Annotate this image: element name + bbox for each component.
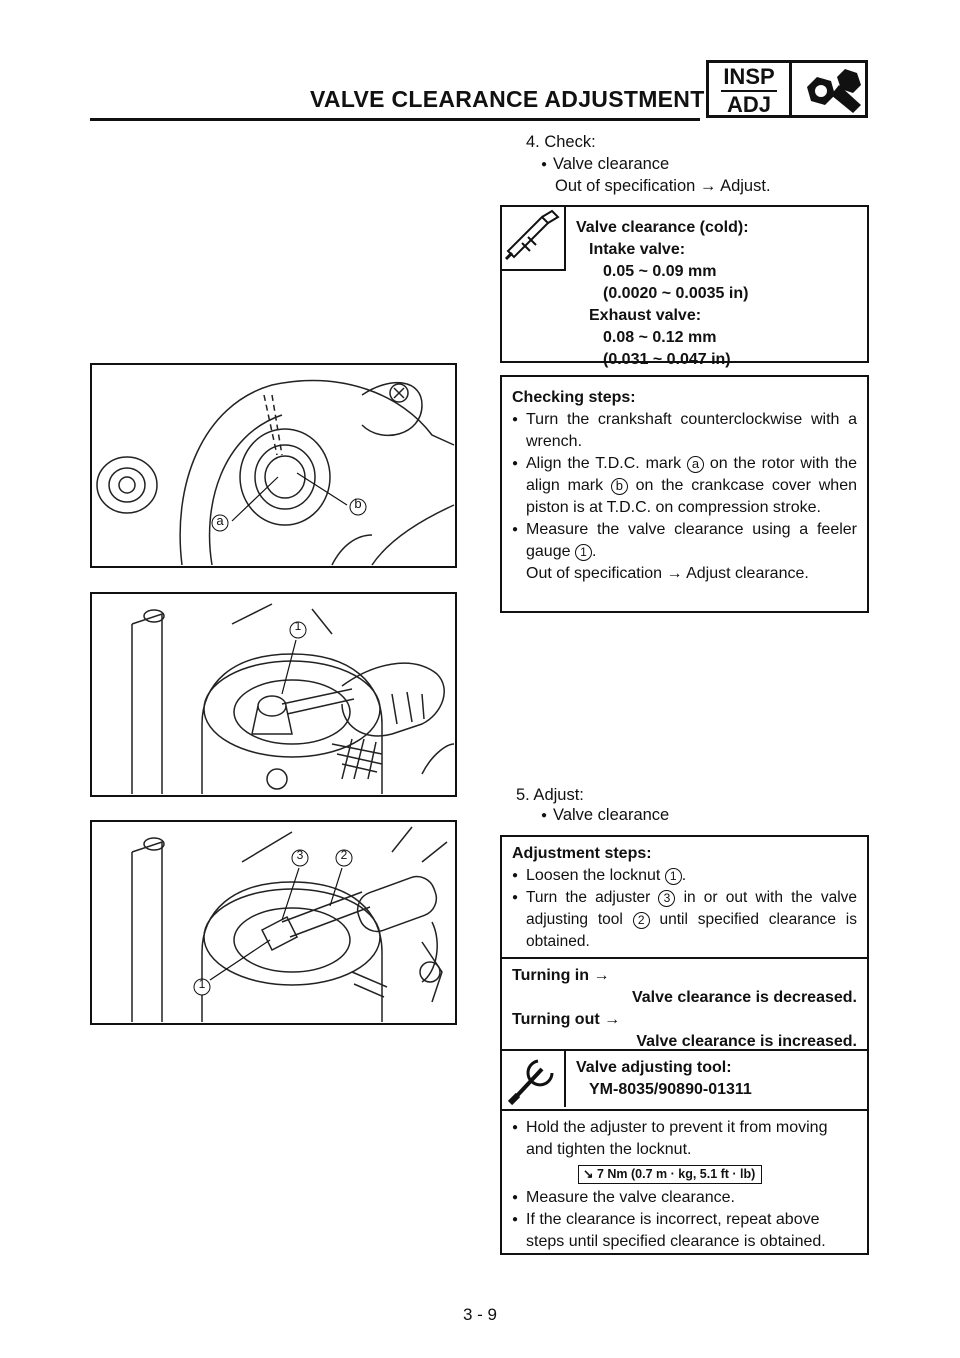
spec-intake-label: Intake valve:	[589, 241, 686, 258]
checking-step-3: ● Measure the valve clearance using a fe…	[512, 519, 857, 563]
a2-part-b: in or out with the valve adjusting tool	[526, 889, 858, 928]
a1-part-b: .	[681, 867, 687, 884]
spec-exhaust-in: (0.031 ~ 0.047 in)	[603, 351, 731, 368]
checking-step-3-note: Out of specification → Adjust clearance.	[526, 565, 809, 582]
mark-b-label: b	[610, 478, 628, 495]
step4-note: Out of specification → Adjust.	[555, 177, 771, 195]
checking-steps-box: Checking steps: ● Turn the crankshaft co…	[500, 375, 869, 613]
tool-number: 2	[632, 912, 650, 929]
checking-step-2: ● Align the T.D.C. mark a on the rotor w…	[512, 453, 857, 519]
special-tool-icon	[502, 1051, 566, 1107]
header-rule	[90, 118, 700, 121]
turning-out-result: Valve clearance is increased.	[636, 1033, 857, 1050]
badge-text-cell: INSP ADJ	[709, 63, 792, 117]
adjustment-step-1-text: Loosen the locknut 1.	[526, 865, 857, 887]
step4-heading: 4. Check:	[526, 133, 596, 151]
torque-row: ↘ 7 Nm (0.7 m · kg, 5.1 ft · lb)	[512, 1163, 857, 1185]
feeler-gauge-number: 1	[574, 544, 592, 561]
turning-out-label: Turning out →	[512, 1011, 621, 1028]
turning-section: Turning in → Valve clearance is decrease…	[502, 959, 867, 1051]
figure-label-1b: 1	[198, 977, 206, 991]
bullet-icon: ●	[512, 414, 519, 425]
section-badge: INSP ADJ	[706, 60, 868, 118]
bullet-icon: ●	[512, 1192, 519, 1203]
step5-item: Valve clearance	[541, 804, 669, 829]
turning-in-result: Valve clearance is decreased.	[631, 989, 857, 1006]
bullet-icon: ●	[512, 524, 519, 535]
torque-value: 7 Nm (0.7 m · kg, 5.1 ft · lb)	[596, 1167, 756, 1181]
spec-intake-in: (0.0020 ~ 0.0035 in)	[603, 285, 749, 302]
bullet-icon: ●	[512, 870, 519, 881]
spec-intake-mm: 0.05 ~ 0.09 mm	[603, 263, 717, 280]
mark-a-label: a	[687, 456, 705, 473]
figure-label-b: b	[354, 496, 362, 511]
step2-part-c: on the crankcase cover when piston is at…	[526, 477, 857, 516]
adjustment-step-2-text: Turn the adjuster 3 in or out with the v…	[526, 887, 857, 953]
figure-feeler-gauge: 1	[90, 592, 457, 797]
spec-exhaust-label: Exhaust valve:	[589, 307, 702, 324]
hold-step-text: Hold the adjuster to prevent it from mov…	[526, 1119, 828, 1158]
figure-label-2: 2	[340, 848, 348, 862]
figure-label-1: 1	[294, 619, 302, 633]
figure-tdc-marks: a b	[90, 363, 457, 568]
step4-item: Valve clearance	[541, 153, 669, 178]
spec-exhaust-mm: 0.08 ~ 0.12 mm	[603, 329, 717, 346]
step2-part-a: Align the T.D.C. mark	[526, 455, 688, 472]
wrench-icon	[795, 65, 865, 115]
tool-section: Valve adjusting tool: YM-8035/90890-0131…	[502, 1051, 867, 1111]
bullet-icon: ●	[512, 458, 519, 469]
bullet-icon: ●	[512, 1214, 519, 1225]
a1-part-a: Loosen the locknut	[526, 867, 665, 884]
figure-label-3: 3	[296, 848, 304, 862]
spec-text: Valve clearance (cold): Intake valve: 0.…	[576, 217, 749, 371]
turning-in-label: Turning in →	[512, 967, 610, 984]
measure-step: ● Measure the valve clearance.	[512, 1187, 857, 1209]
repeat-step-text: If the clearance is incorrect, repeat ab…	[526, 1211, 826, 1250]
tool-text: Valve adjusting tool: YM-8035/90890-0131…	[576, 1057, 752, 1101]
a2-part-c: until specified clearance is obtained.	[526, 911, 857, 950]
spec-box: Valve clearance (cold): Intake valve: 0.…	[500, 205, 869, 368]
page-header-title: VALVE CLEARANCE ADJUSTMENT	[310, 86, 705, 112]
tighten-section: ● Hold the adjuster to prevent it from m…	[502, 1111, 867, 1259]
step5-heading: 5. Adjust:	[516, 786, 584, 804]
measure-step-text: Measure the valve clearance.	[526, 1189, 735, 1206]
page-number: 3 - 9	[462, 1305, 498, 1324]
repeat-step: ● If the clearance is incorrect, repeat …	[512, 1209, 857, 1253]
adjustment-title: Adjustment steps:	[512, 845, 652, 862]
step3-part-b: .	[591, 543, 597, 560]
adjustment-step-2: ● Turn the adjuster 3 in or out with the…	[512, 887, 857, 953]
bullet-icon: ●	[512, 1122, 519, 1133]
adjuster-number: 3	[658, 890, 676, 907]
checking-step-2-text: Align the T.D.C. mark a on the rotor wit…	[526, 453, 857, 519]
tool-label: Valve adjusting tool:	[576, 1059, 732, 1076]
adjustment-steps-section: Adjustment steps: ● Loosen the locknut 1…	[502, 837, 867, 959]
checking-title: Checking steps:	[512, 389, 636, 406]
figure-adjusting-tool: 3 2 1	[90, 820, 457, 1025]
step3-part-a: Measure the valve clearance using a feel…	[526, 521, 857, 560]
locknut-number: 1	[664, 868, 682, 885]
figure-label-a: a	[216, 513, 224, 528]
step2-part-b: on the rotor with the align mark	[526, 455, 858, 494]
badge-top-text: INSP	[723, 64, 775, 89]
checking-step-1: ● Turn the crankshaft counterclockwise w…	[512, 409, 857, 453]
tool-part-number: YM-8035/90890-01311	[589, 1081, 752, 1098]
checking-step-3-text: Measure the valve clearance using a feel…	[526, 519, 857, 563]
torque-wrench-icon: ↘	[583, 1167, 594, 1181]
spec-title: Valve clearance (cold):	[576, 219, 749, 236]
hold-step: ● Hold the adjuster to prevent it from m…	[512, 1117, 857, 1161]
torque-spec: ↘ 7 Nm (0.7 m · kg, 5.1 ft · lb)	[578, 1165, 763, 1184]
adjustment-steps-box: Adjustment steps: ● Loosen the locknut 1…	[500, 835, 869, 1255]
badge-bottom-text: ADJ	[726, 92, 771, 117]
a2-part-a: Turn the adjuster	[526, 889, 659, 906]
badge-divider	[721, 90, 777, 92]
checking-step-1-text: Turn the crankshaft counterclockwise wit…	[526, 411, 857, 450]
bullet-icon: ●	[512, 892, 519, 903]
adjustment-step-1: ● Loosen the locknut 1.	[512, 865, 857, 887]
caliper-icon	[502, 207, 566, 271]
